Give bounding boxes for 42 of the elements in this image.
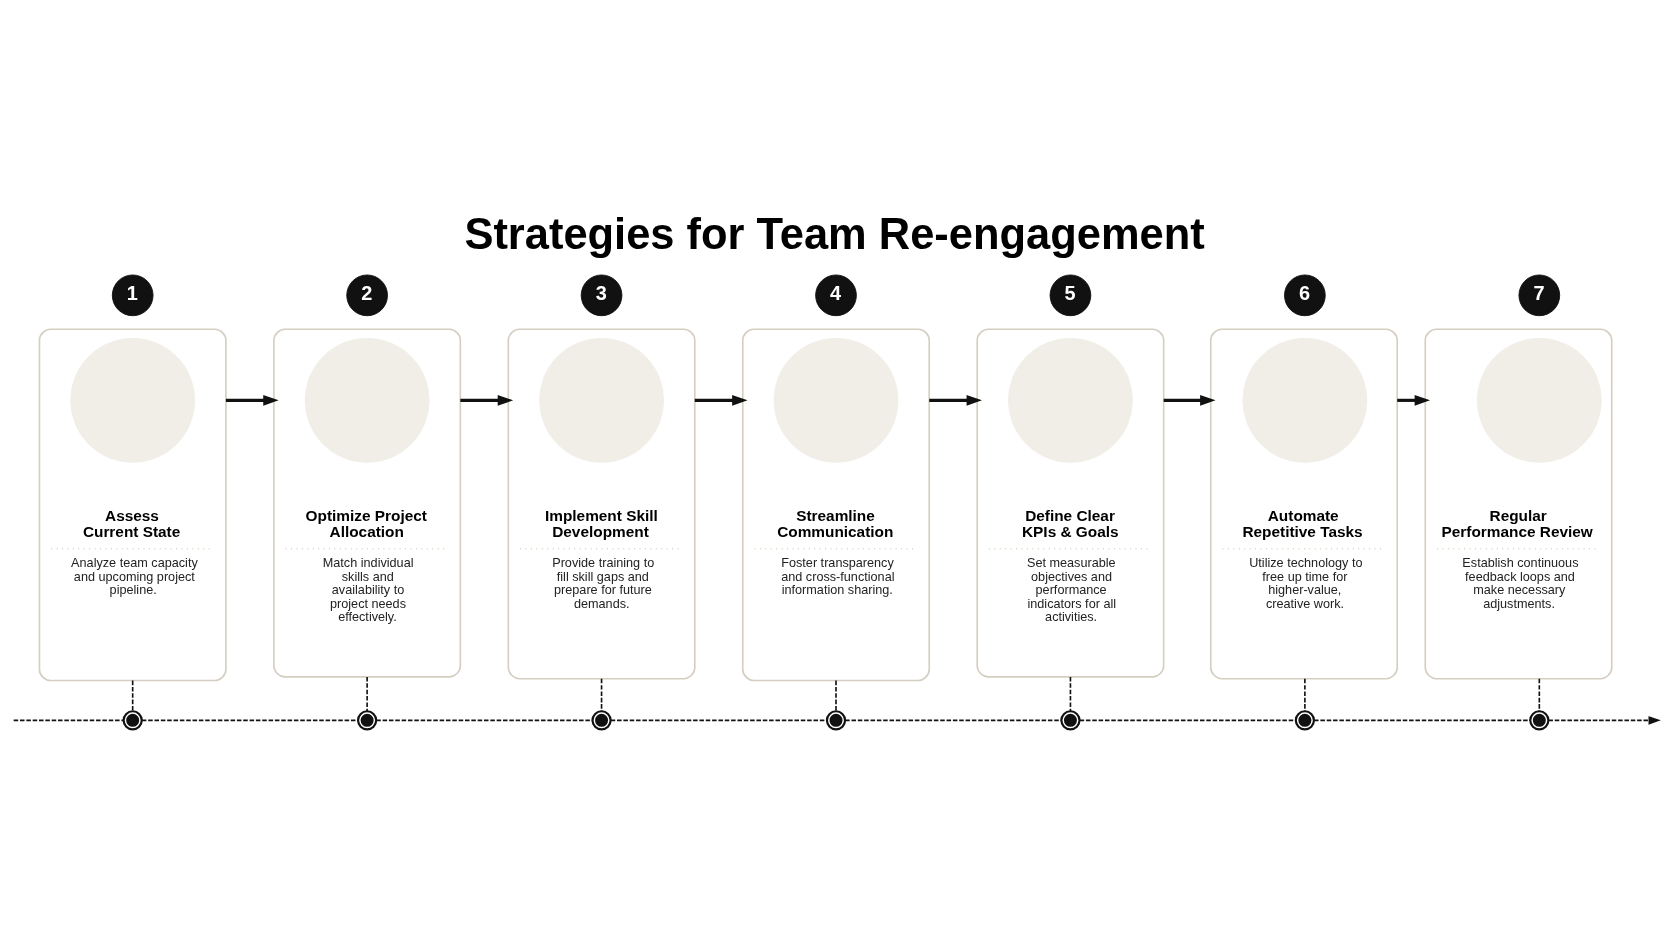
connector (131, 679, 134, 712)
arrow (1397, 394, 1431, 406)
node-circle (1242, 337, 1368, 463)
node-circle: 5 (1049, 274, 1092, 317)
cluster: Define Clear KPIs & Goals Set measurable objectives and performance indicators for all activities. (976, 328, 1165, 678)
arrow (694, 394, 748, 406)
connector (1069, 676, 1072, 712)
node-circle: 4 (815, 274, 857, 317)
node-circle: 1 (111, 274, 154, 317)
node-circle: 7 (1518, 274, 1561, 317)
node-circle (70, 337, 196, 463)
connector (12, 719, 125, 722)
node-circle (304, 337, 430, 463)
connector (835, 679, 837, 712)
arrow (1547, 716, 1661, 725)
node-circle (773, 337, 899, 463)
connector (609, 719, 828, 722)
connector (1313, 719, 1531, 722)
arrow (460, 394, 514, 406)
node-circle (1476, 337, 1602, 463)
cluster: Assess Current State Analyze team capacity and upcoming project pipeline. (38, 328, 227, 682)
arrow (225, 394, 279, 406)
arrow (1163, 394, 1216, 406)
connector (844, 719, 1062, 722)
cluster: Regular Performance Review Establish continuous feedback loops and make necessary adjustments. (1424, 328, 1613, 680)
node-circle: 6 (1284, 274, 1326, 317)
connector (600, 677, 603, 712)
connector (366, 676, 368, 712)
connector (1078, 719, 1297, 722)
diagram-title: Strategies for Team Re-engagement (464, 210, 1205, 259)
cluster: Automate Repetitive Tasks Utilize technology to free up time for higher-value, creative work. (1209, 328, 1399, 680)
cluster: Streamline Communication Foster transparency and cross-functional information sharing. (741, 328, 931, 682)
node-circle (539, 337, 664, 463)
connector (141, 719, 359, 722)
node-circle: 3 (580, 274, 623, 317)
node-circle: 2 (346, 274, 388, 317)
cluster: Implement Skill Development Provide training to fill skill gaps and prepare for future demands. (507, 328, 696, 680)
connector (1304, 677, 1306, 712)
connector (1538, 677, 1541, 712)
arrow (929, 394, 982, 406)
cluster: Optimize Project Allocation Match individual skills and availability to project needs effectively. (273, 328, 462, 678)
node-circle (1008, 337, 1133, 463)
